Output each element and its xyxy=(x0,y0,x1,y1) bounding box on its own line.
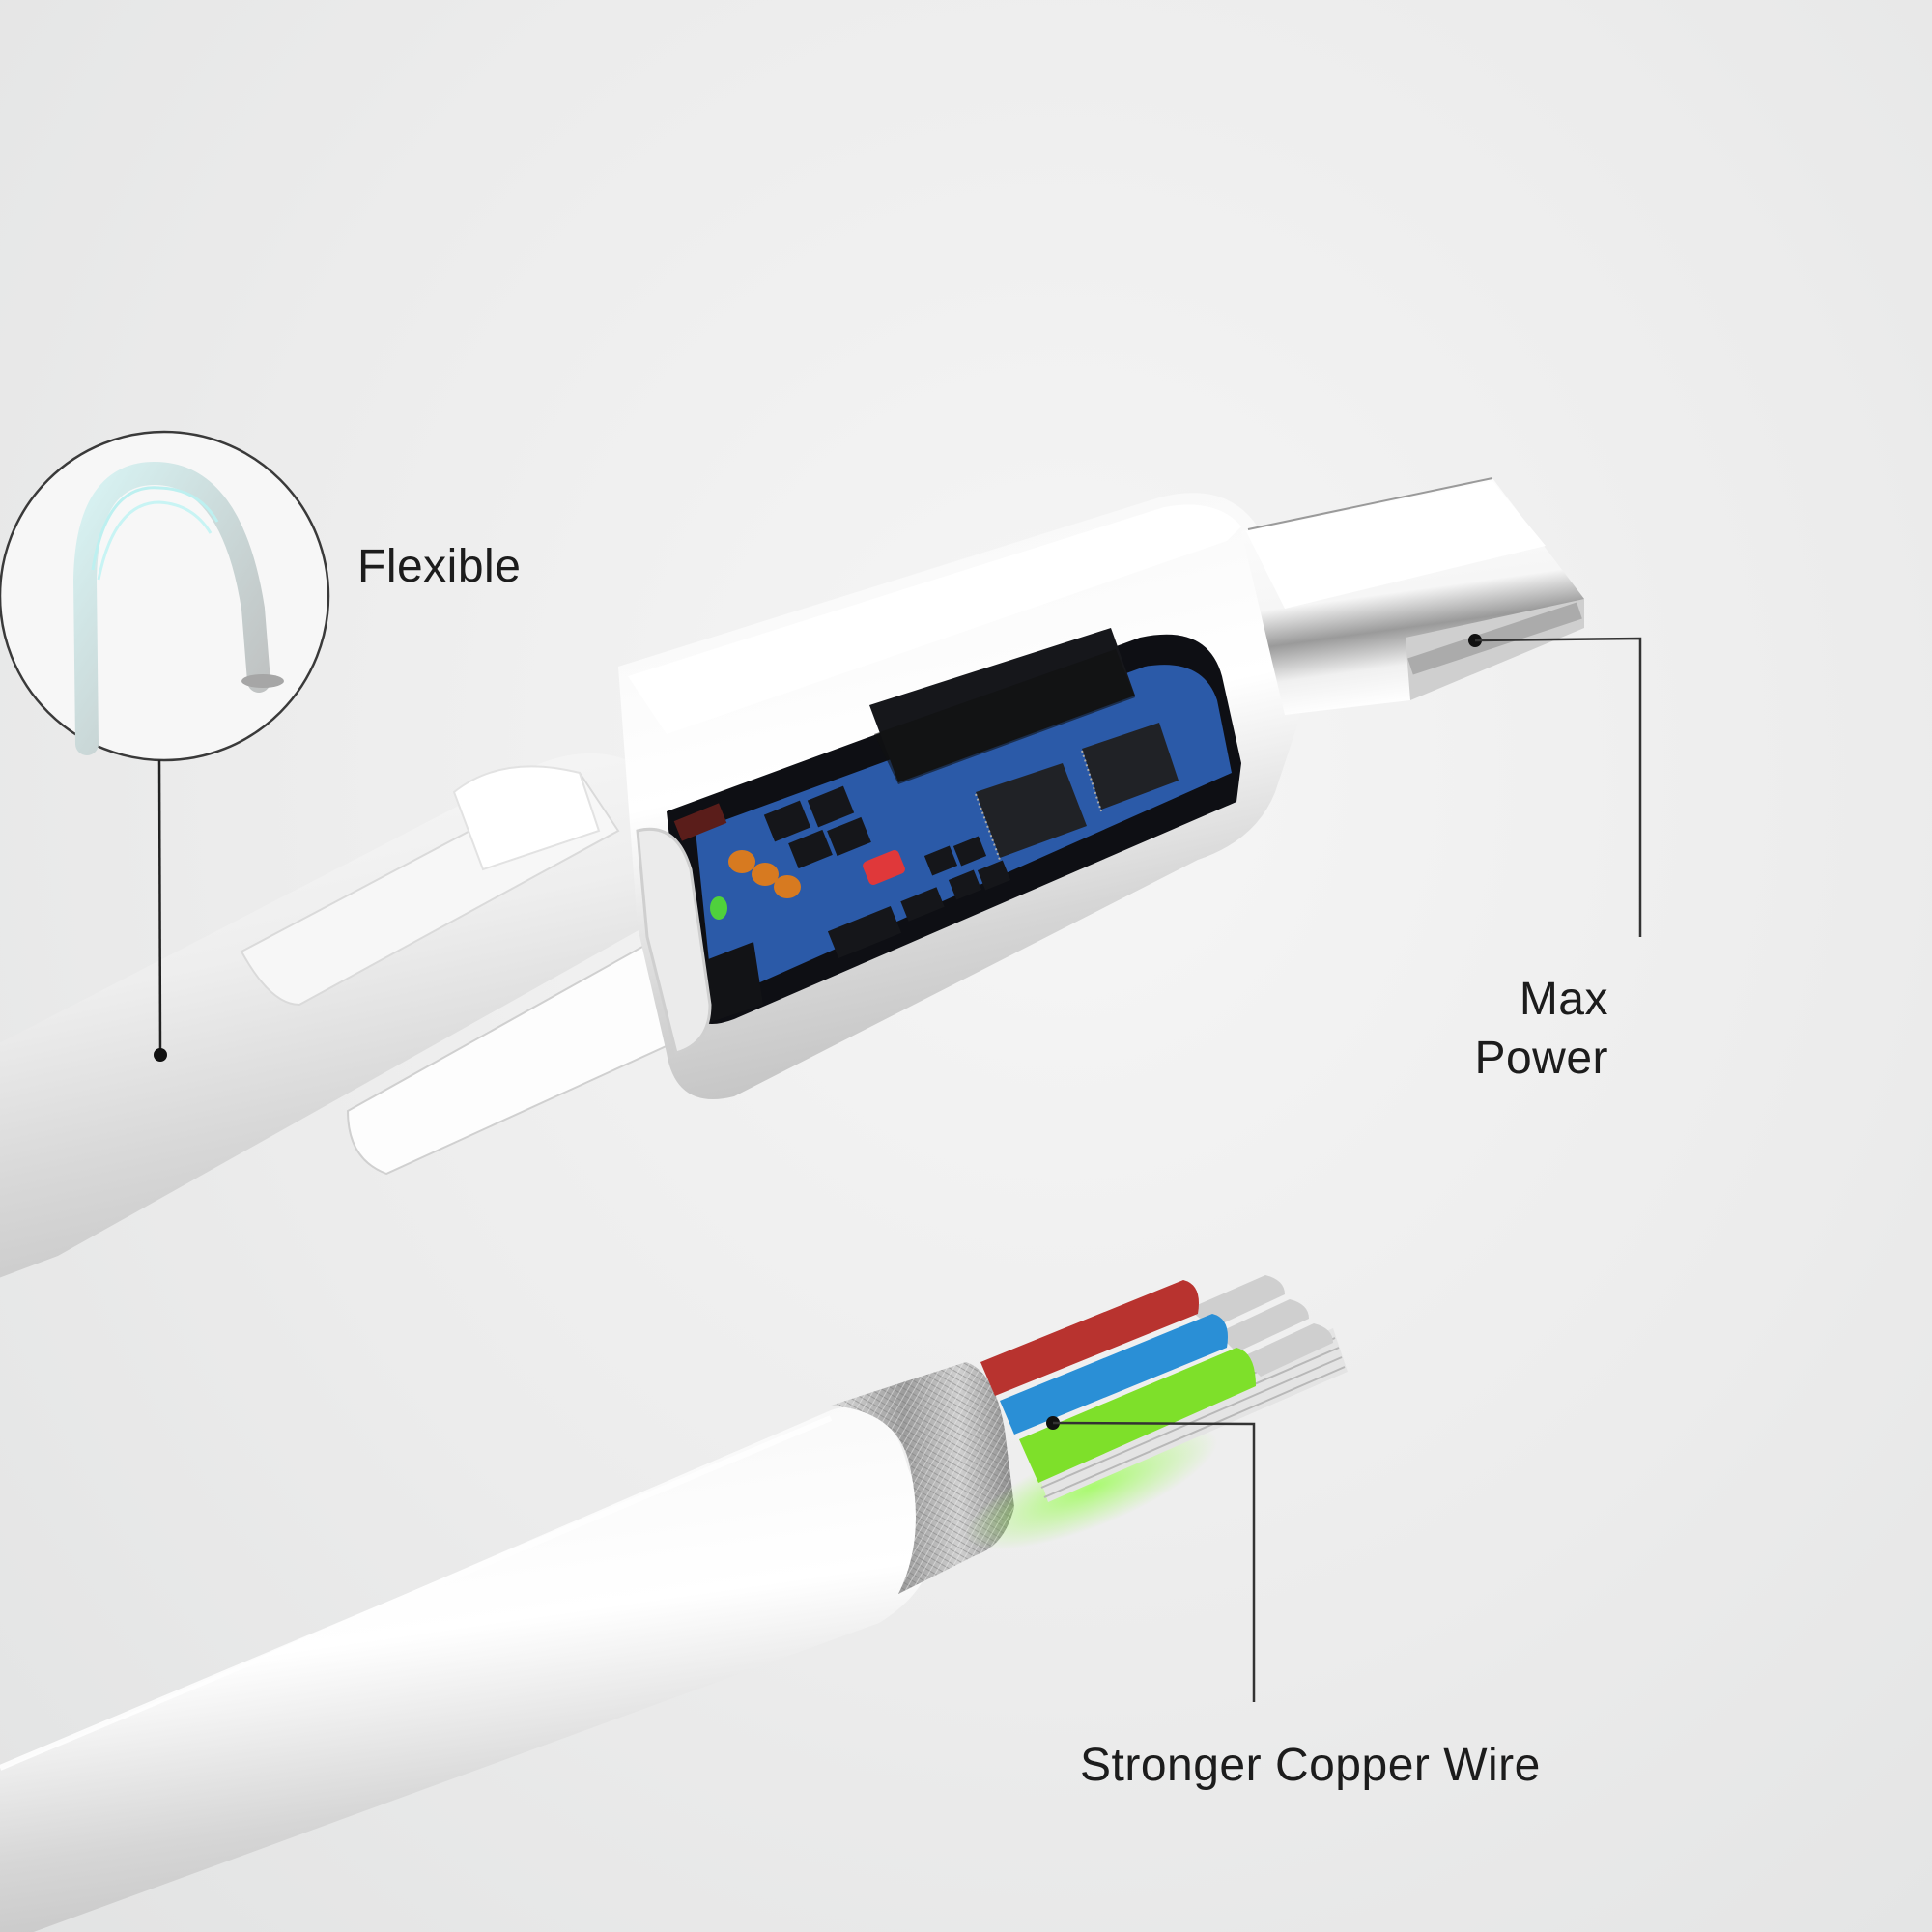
flexible-inset xyxy=(0,430,330,1062)
max-power-label-line1: Max xyxy=(1519,974,1608,1025)
copper-wire-leader xyxy=(1046,1416,1256,1702)
pcb-cutaway xyxy=(667,628,1241,1024)
usb-c-plug xyxy=(1241,477,1584,715)
upper-cable xyxy=(0,477,1584,1278)
flexible-label: Flexible xyxy=(357,541,522,592)
lower-cable xyxy=(0,1275,1348,1932)
copper-wire-label: Stronger Copper Wire xyxy=(1080,1740,1541,1791)
max-power-label: Max Power xyxy=(1372,970,1608,1089)
bent-cable-icon xyxy=(72,461,284,755)
max-power-leader xyxy=(1468,634,1642,937)
max-power-label-line2: Power xyxy=(1474,1033,1608,1085)
